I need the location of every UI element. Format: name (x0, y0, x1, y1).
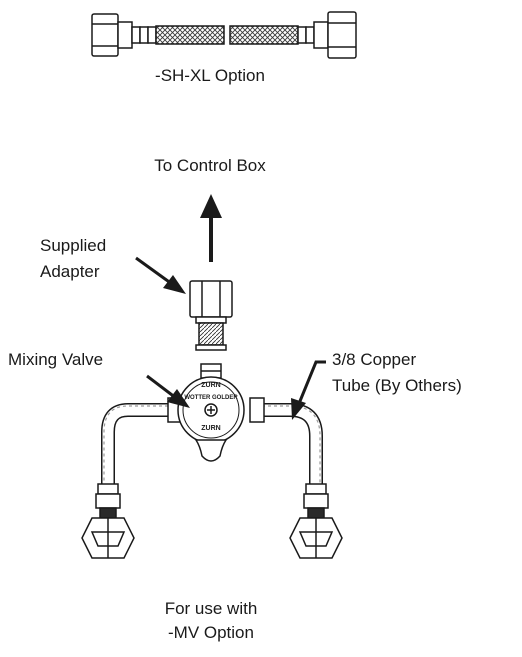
supplied-adapter-label-line1: Supplied (40, 236, 107, 255)
mixing-valve-leader-arrow (146, 374, 190, 408)
copper-tube-leader-arrow (291, 360, 326, 420)
arrow-up-to-control-box (200, 194, 222, 262)
valve-logo-bottom: ZURN (201, 425, 220, 432)
copper-tube-label-line1: 3/8 Copper (332, 350, 417, 369)
sh-xl-option-label: -SH-XL Option (155, 66, 265, 85)
mixing-valve-illustration (81, 363, 343, 559)
mv-option-label: -MV Option (168, 623, 254, 642)
mixing-valve-label: Mixing Valve (8, 350, 104, 369)
supplied-adapter-illustration (189, 280, 233, 351)
valve-logo-middle: WOTTER GOLDER (184, 395, 238, 401)
for-use-with-label: For use with (164, 599, 258, 618)
to-control-box-label: To Control Box (154, 156, 266, 175)
valve-logo-top: ZURN (201, 382, 220, 389)
copper-tube-label-line2: Tube (By Others) (332, 376, 462, 395)
braided-hose-illustration (91, 11, 357, 59)
supplied-adapter-label-line2: Adapter (40, 262, 100, 281)
supplied-adapter-leader-arrow (135, 256, 186, 294)
